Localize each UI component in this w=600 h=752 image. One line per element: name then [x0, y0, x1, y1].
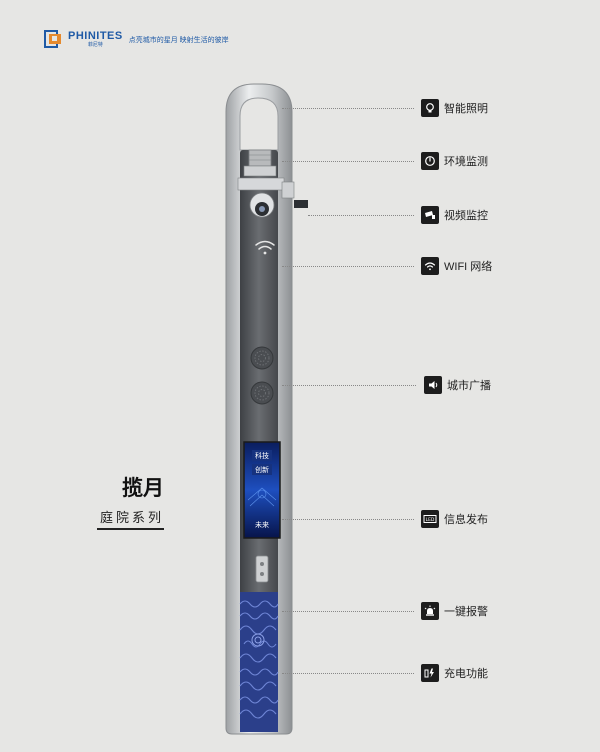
speaker-icon	[424, 376, 442, 394]
feature-label: 环境监测	[444, 156, 488, 168]
camera-module	[237, 177, 308, 218]
pole-loop-opening	[239, 97, 279, 151]
product-subtitle: 庭院系列	[99, 510, 164, 525]
product-title: 揽月	[122, 477, 164, 500]
feature-label: 充电功能	[444, 668, 488, 680]
leader-line-environment	[282, 161, 414, 162]
svg-text:LED: LED	[426, 517, 435, 523]
brand-name: PHINITES	[68, 29, 123, 42]
feature-label: 城市广播	[447, 380, 491, 392]
feature-display: LED 信息发布	[421, 509, 488, 529]
speaker-grille-lower	[250, 381, 274, 405]
screen-graphic	[247, 487, 277, 507]
pole-front-panel	[240, 150, 278, 732]
bulb-icon	[421, 99, 439, 117]
power-icon	[421, 152, 439, 170]
feature-label: 信息发布	[444, 514, 488, 526]
speaker-grille-upper	[250, 346, 274, 370]
leader-line-charging	[282, 673, 414, 674]
brand-logo-icon	[44, 30, 64, 48]
feature-charging: 充电功能	[421, 663, 488, 683]
emergency-button	[255, 555, 269, 583]
brand-subname: 菲尼特	[87, 41, 103, 48]
feature-alarm: 一键报警	[421, 601, 488, 621]
feature-broadcast: 城市广播	[424, 375, 491, 395]
leader-line-camera	[308, 215, 414, 216]
feature-camera: 视频监控	[421, 205, 488, 225]
leader-line-broadcast	[282, 385, 416, 386]
feature-label: WIFI 网络	[444, 261, 493, 273]
charging-icon	[421, 664, 439, 682]
feature-label: 智能照明	[444, 103, 488, 115]
leader-line-lighting	[282, 108, 414, 109]
screen-text-line2: 创新	[255, 465, 269, 474]
wifi-icon	[421, 257, 439, 275]
brand-tagline: 点亮城市的星月 映射生活的彼岸	[128, 37, 229, 44]
title-underline	[97, 528, 164, 530]
screen-text-line3: 未来	[255, 520, 269, 529]
camera-icon	[421, 206, 439, 224]
feature-label: 一键报警	[444, 606, 488, 618]
environment-sensor	[248, 149, 272, 167]
brand-wordmark: PHINITES 菲尼特	[68, 29, 123, 48]
screen-text-line1: 科技	[255, 451, 269, 460]
leader-line-wifi	[282, 266, 414, 267]
feature-lighting: 智能照明	[421, 98, 488, 118]
led-display-icon: LED	[421, 510, 439, 528]
feature-wifi: WIFI 网络	[421, 256, 492, 276]
panel-wifi-icon	[255, 240, 275, 255]
feature-label: 视频监控	[444, 210, 488, 222]
wave-pattern-base	[239, 592, 279, 732]
leader-line-alarm	[282, 611, 414, 612]
brand-header: PHINITES 菲尼特 点亮城市的星月 映射生活的彼岸	[44, 30, 229, 48]
feature-environment: 环境监测	[421, 151, 488, 171]
alarm-icon	[421, 602, 439, 620]
leader-line-display	[282, 519, 414, 520]
